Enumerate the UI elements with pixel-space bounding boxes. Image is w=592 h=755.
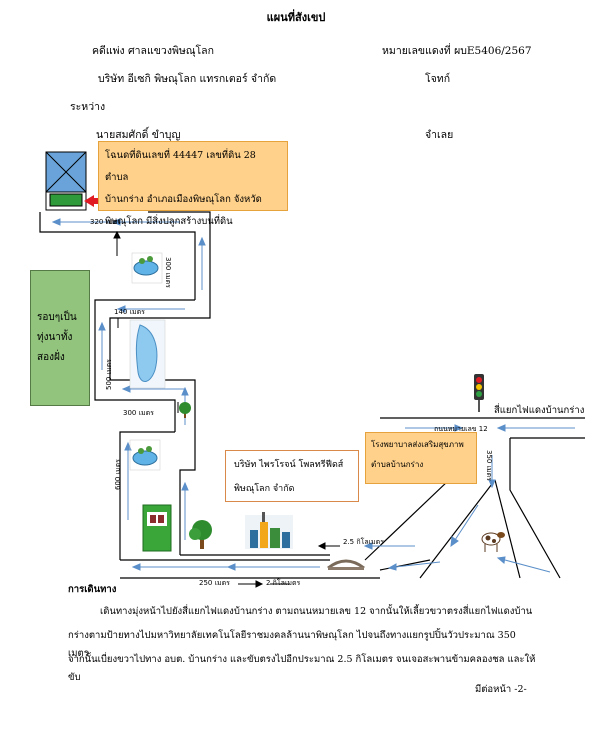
defendant-name: นายสมศักดิ์ ขำบุญ bbox=[96, 129, 181, 141]
surrounding-line-2: ทุ่งนาทั้ง bbox=[37, 332, 73, 343]
distance-300m: 300 เมตร bbox=[123, 409, 154, 417]
hospital-callout: โรงพยาบาลส่งเสริมสุขภาพ ตำบลบ้านกร่าง bbox=[365, 432, 477, 484]
court-name: คดีแพ่ง ศาลแขวงพิษณุโลก bbox=[92, 45, 214, 57]
highway-label: ถนนหมายเลข 12 bbox=[434, 425, 488, 433]
distance-2km: 2 กิโลเมตร bbox=[266, 579, 301, 587]
distance-2-5km: 2.5 กิโลเมตร bbox=[343, 538, 384, 546]
defendant-role: จำเลย bbox=[425, 129, 454, 141]
distance-250m: 250 เมตร bbox=[199, 579, 230, 587]
hospital-line-2: ตำบลบ้านกร่าง bbox=[371, 460, 424, 469]
land-deed-callout: โฉนดที่ดินเลขที่ 44447 เลขที่ดิน 28 ตำบล… bbox=[98, 141, 288, 227]
distance-500m-vertical: 500 เมตร bbox=[105, 359, 113, 390]
distance-140m: 140 เมตร bbox=[114, 308, 145, 316]
surrounding-line-1: รอบๆเป็น bbox=[37, 312, 77, 323]
directions-line-1: เดินทางมุ่งหน้าไปยังสี่แยกไฟแดงบ้านกร่าง… bbox=[100, 606, 533, 617]
distance-320m: 320 เมตร bbox=[90, 218, 121, 226]
distance-600m-vertical: 600 เมตร bbox=[114, 459, 122, 490]
rice-field-block: รอบๆเป็น ทุ่งนาทั้ง สองฝั่ง bbox=[30, 270, 90, 406]
between-label: ระหว่าง bbox=[70, 101, 106, 113]
land-callout-line-1: โฉนดที่ดินเลขที่ 44447 เลขที่ดิน 28 ตำบล bbox=[105, 150, 256, 183]
tree-icon bbox=[179, 402, 191, 418]
pond-icon bbox=[129, 439, 161, 471]
directions-line-3: จากนั้นเบี่ยงขวาไปทาง อบต. บ้านกร่าง และ… bbox=[68, 654, 536, 683]
cow-icon bbox=[481, 532, 505, 552]
plaintiff-name: บริษัท อีเซกิ พิษณุโลก แทรกเตอร์ จำกัด bbox=[98, 73, 277, 85]
hospital-line-1: โรงพยาบาลส่งเสริมสุขภาพ bbox=[371, 440, 464, 449]
company-line-1: บริษัท ไพรโรจน์ โพลทรีฟีดส์ bbox=[234, 460, 344, 470]
house-icon bbox=[45, 151, 87, 211]
distance-300m-vertical: 300 เมตร bbox=[164, 257, 172, 288]
direction-arrows bbox=[51, 218, 575, 573]
land-callout-line-2: บ้านกร่าง อำเภอเมืองพิษณุโลก จังหวัด bbox=[105, 194, 262, 205]
distance-pointers bbox=[94, 230, 340, 588]
continued-label: มีต่อหน้า -2- bbox=[475, 684, 527, 695]
land-callout-line-3: พิษณุโลก มีสิ่งปลูกสร้างบนที่ดิน bbox=[105, 216, 233, 227]
company-box: บริษัท ไพรโรจน์ โพลทรีฟีดส์ พิษณุโลก จำก… bbox=[225, 450, 359, 502]
intersection-label: สี่แยกไฟแดงบ้านกร่าง bbox=[494, 405, 585, 416]
traffic-light-icon bbox=[474, 374, 484, 412]
surrounding-line-3: สองฝั่ง bbox=[37, 352, 65, 363]
distance-350m-vertical: 350 เมตร bbox=[485, 450, 493, 481]
pond-icon bbox=[131, 252, 163, 284]
directions-line-2: กร่างตามป้ายทางไปมหาวิทยาลัยเทคโนโลยีราช… bbox=[68, 630, 516, 659]
road-lines bbox=[39, 211, 585, 579]
directions-heading: การเดินทาง bbox=[68, 584, 117, 595]
plaintiff-role: โจทก์ bbox=[425, 73, 451, 85]
company-line-2: พิษณุโลก จำกัด bbox=[234, 484, 295, 494]
canal-icon bbox=[129, 319, 166, 389]
shop-icon bbox=[142, 504, 172, 552]
route-map bbox=[39, 151, 585, 588]
factory-icon bbox=[245, 512, 293, 549]
case-number: หมายเลขแดงที่ ผบE5406/2567 bbox=[382, 45, 532, 57]
tree-icon bbox=[189, 520, 212, 549]
page-title: แผนที่สังเขป bbox=[266, 11, 326, 24]
bridge-icon bbox=[327, 559, 365, 570]
